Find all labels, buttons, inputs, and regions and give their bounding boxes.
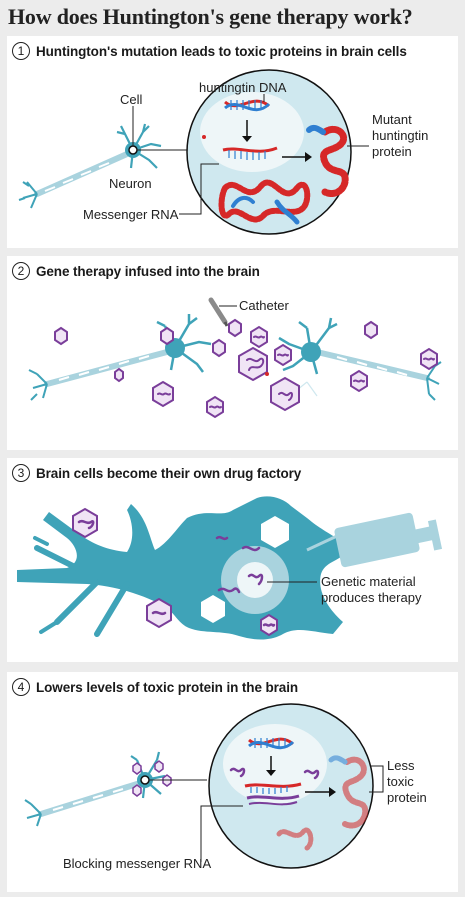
mutant-protein-icon [306, 124, 349, 198]
blocked-mrna-icon [244, 782, 302, 806]
therapy-squiggles [229, 767, 320, 780]
virus-squiggles [157, 335, 435, 409]
nucleus-inner [237, 562, 273, 598]
step-heading: Huntington's mutation leads to toxic pro… [36, 43, 407, 59]
blocking-rna-label: Blocking messenger RNA [63, 856, 211, 871]
white-hexagons [201, 516, 289, 623]
mutant-protein-label-1: Mutant [372, 112, 412, 127]
catheter-label: Catheter [239, 298, 290, 313]
step-3-illustration: Genetic material produces therapy [17, 496, 443, 640]
huntingtin-dna-label: huntingtin DNA [199, 80, 287, 95]
messenger-rna-label: Messenger RNA [83, 207, 179, 222]
step-number: 1 [12, 42, 30, 60]
right-neuron [278, 317, 442, 401]
step-4-panel: 4 Lowers levels of toxic protein in the … [7, 672, 458, 892]
step-heading: Brain cells become their own drug factor… [36, 465, 302, 481]
neuron [24, 751, 172, 827]
less-toxic-label-3: protein [387, 790, 427, 805]
step-3-header: 3 Brain cells become their own drug fact… [12, 464, 301, 482]
less-toxic-label-2: toxic [387, 774, 414, 789]
step-2-illustration: Catheter [28, 297, 442, 419]
mutant-protein-label-2: huntingtin [372, 128, 428, 143]
page-title: How does Huntington's gene therapy work? [8, 4, 413, 29]
genetic-material-label-2: produces therapy [321, 590, 422, 605]
step-3-panel: 3 Brain cells become their own drug fact… [7, 458, 458, 662]
step-1-panel: 1 Huntington's mutation leads to toxic p… [7, 36, 458, 248]
step-heading: Lowers levels of toxic protein in the br… [36, 679, 299, 695]
nucleus [200, 92, 304, 172]
step-4-illustration: Less toxic protein Blocking messenger RN… [24, 703, 427, 871]
catheter-icon [208, 297, 229, 327]
therapy-squiggles [77, 519, 276, 627]
neuron [18, 123, 162, 209]
neuron-label: Neuron [109, 176, 152, 191]
step-number: 3 [12, 464, 30, 482]
mrna-icon [222, 146, 278, 160]
less-toxic-protein-icon [276, 755, 369, 851]
mutant-protein-label-3: protein [372, 144, 412, 159]
step-4-header: 4 Lowers levels of toxic protein in the … [12, 678, 298, 696]
step-number: 2 [12, 262, 30, 280]
genetic-material-label-1: Genetic material [321, 574, 416, 589]
step-1-header: 1 Huntington's mutation leads to toxic p… [12, 42, 407, 60]
neuron-body [17, 496, 347, 640]
step-2-panel: 2 Gene therapy infused into the brain Ca… [7, 256, 458, 450]
step-heading: Gene therapy infused into the brain [36, 263, 260, 279]
virus-particles [54, 318, 438, 419]
step-number: 4 [12, 678, 30, 696]
dna-icon [248, 737, 295, 750]
toxic-protein-clump [218, 179, 311, 225]
less-toxic-label-1: Less [387, 758, 415, 773]
step-1-illustration: Cell Neuron huntingtin DNA Mutant huntin… [18, 69, 428, 235]
dna-icon [224, 99, 271, 112]
syringe-icon [306, 512, 443, 568]
cell-label: Cell [120, 92, 143, 107]
step-2-header: 2 Gene therapy infused into the brain [12, 262, 260, 280]
left-neuron [28, 314, 212, 401]
